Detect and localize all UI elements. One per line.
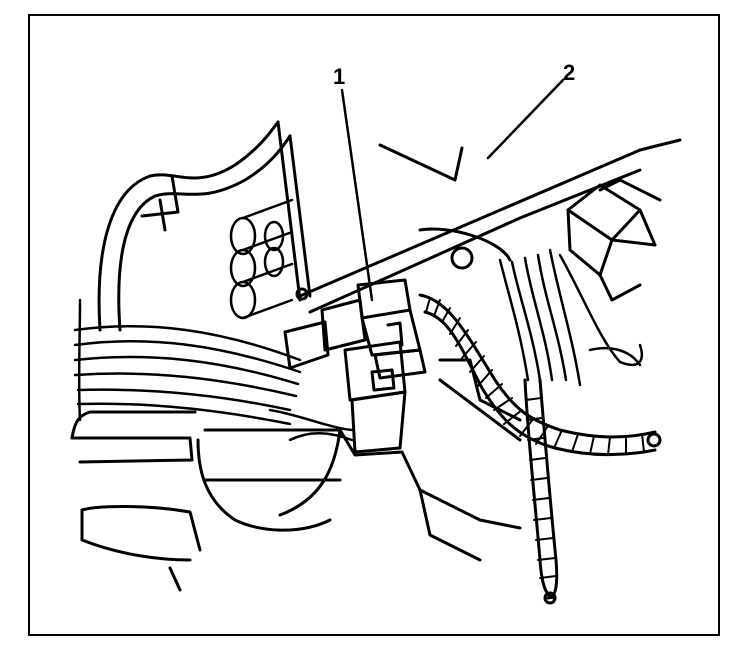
- leader-lines: [340, 78, 565, 302]
- leader-line-2: [486, 78, 565, 160]
- cylinders: [229, 198, 294, 320]
- right-connector: [566, 178, 662, 302]
- leader-line-1: [340, 88, 374, 302]
- upper-housing: [97, 120, 312, 332]
- harness-bracket: [295, 138, 682, 314]
- wrapped-conduit: [418, 293, 662, 605]
- left-wire-bundle: [73, 298, 302, 426]
- callout-1: 1: [333, 64, 346, 89]
- connector: [283, 278, 427, 454]
- callout-2: 2: [563, 60, 576, 85]
- diagram-frame: [28, 14, 720, 636]
- lower-panel: [70, 358, 522, 592]
- lower-wires: [268, 248, 644, 442]
